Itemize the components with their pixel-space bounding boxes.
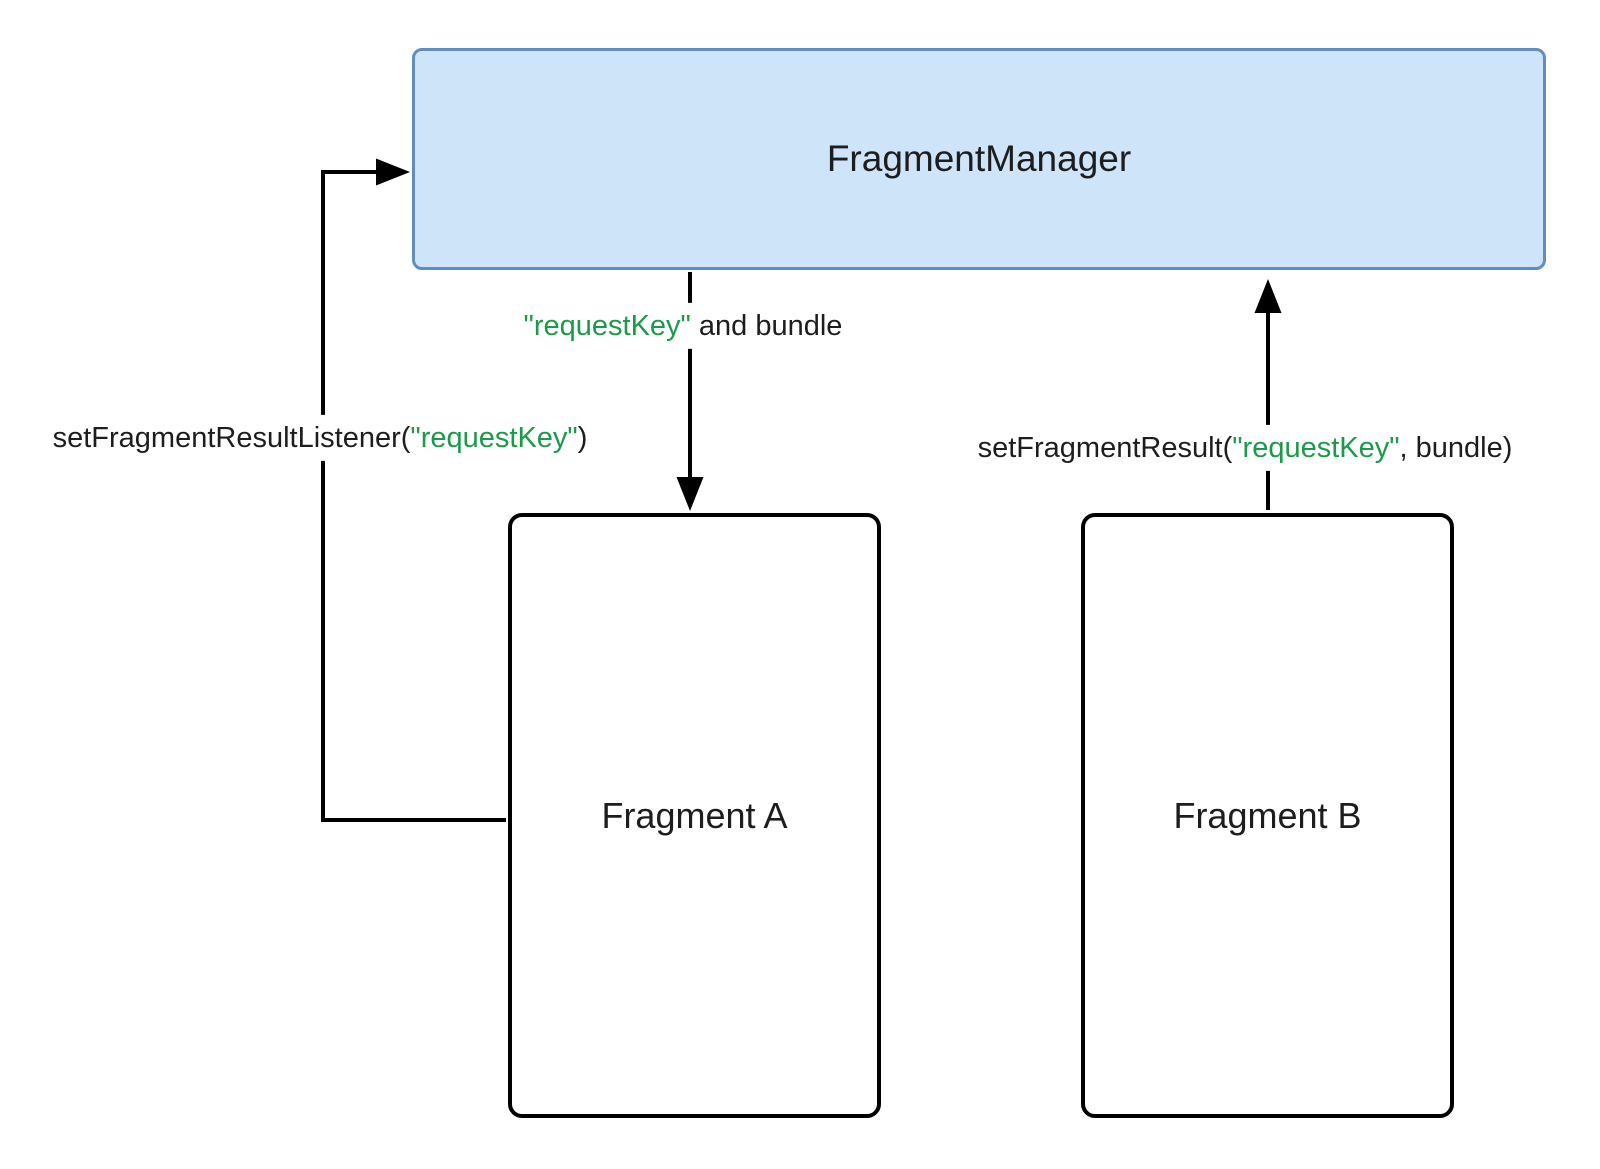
fragment-a-node: Fragment A	[508, 513, 881, 1118]
listener-call-suffix: )	[577, 421, 588, 454]
listener-call-prefix: setFragmentResultListener(	[52, 421, 411, 454]
result-arrowhead-icon	[1254, 279, 1282, 313]
listener-request-key-literal: "requestKey"	[410, 421, 578, 454]
listener-arrowhead-icon	[376, 158, 410, 186]
fragment-b-node: Fragment B	[1081, 513, 1454, 1118]
fragment-manager-label: FragmentManager	[826, 138, 1132, 179]
result-call-prefix: setFragmentResult(	[977, 431, 1233, 464]
fragment-b-label: Fragment B	[1173, 794, 1362, 836]
result-request-key-literal: "requestKey"	[1232, 431, 1400, 464]
request-arrowhead-icon	[676, 477, 704, 511]
set-fragment-result-label: setFragmentResult("requestKey", bundle)	[970, 424, 1520, 472]
request-bundle-text: and bundle	[690, 309, 843, 342]
fragment-manager-node: FragmentManager	[412, 48, 1546, 270]
request-key-literal: "requestKey"	[523, 309, 691, 342]
request-key-bundle-label: "requestKey" and bundle	[516, 302, 850, 350]
fragment-a-label: Fragment A	[601, 794, 788, 836]
set-fragment-result-listener-label: setFragmentResultListener("requestKey")	[45, 414, 595, 462]
result-call-suffix: , bundle)	[1399, 431, 1513, 464]
